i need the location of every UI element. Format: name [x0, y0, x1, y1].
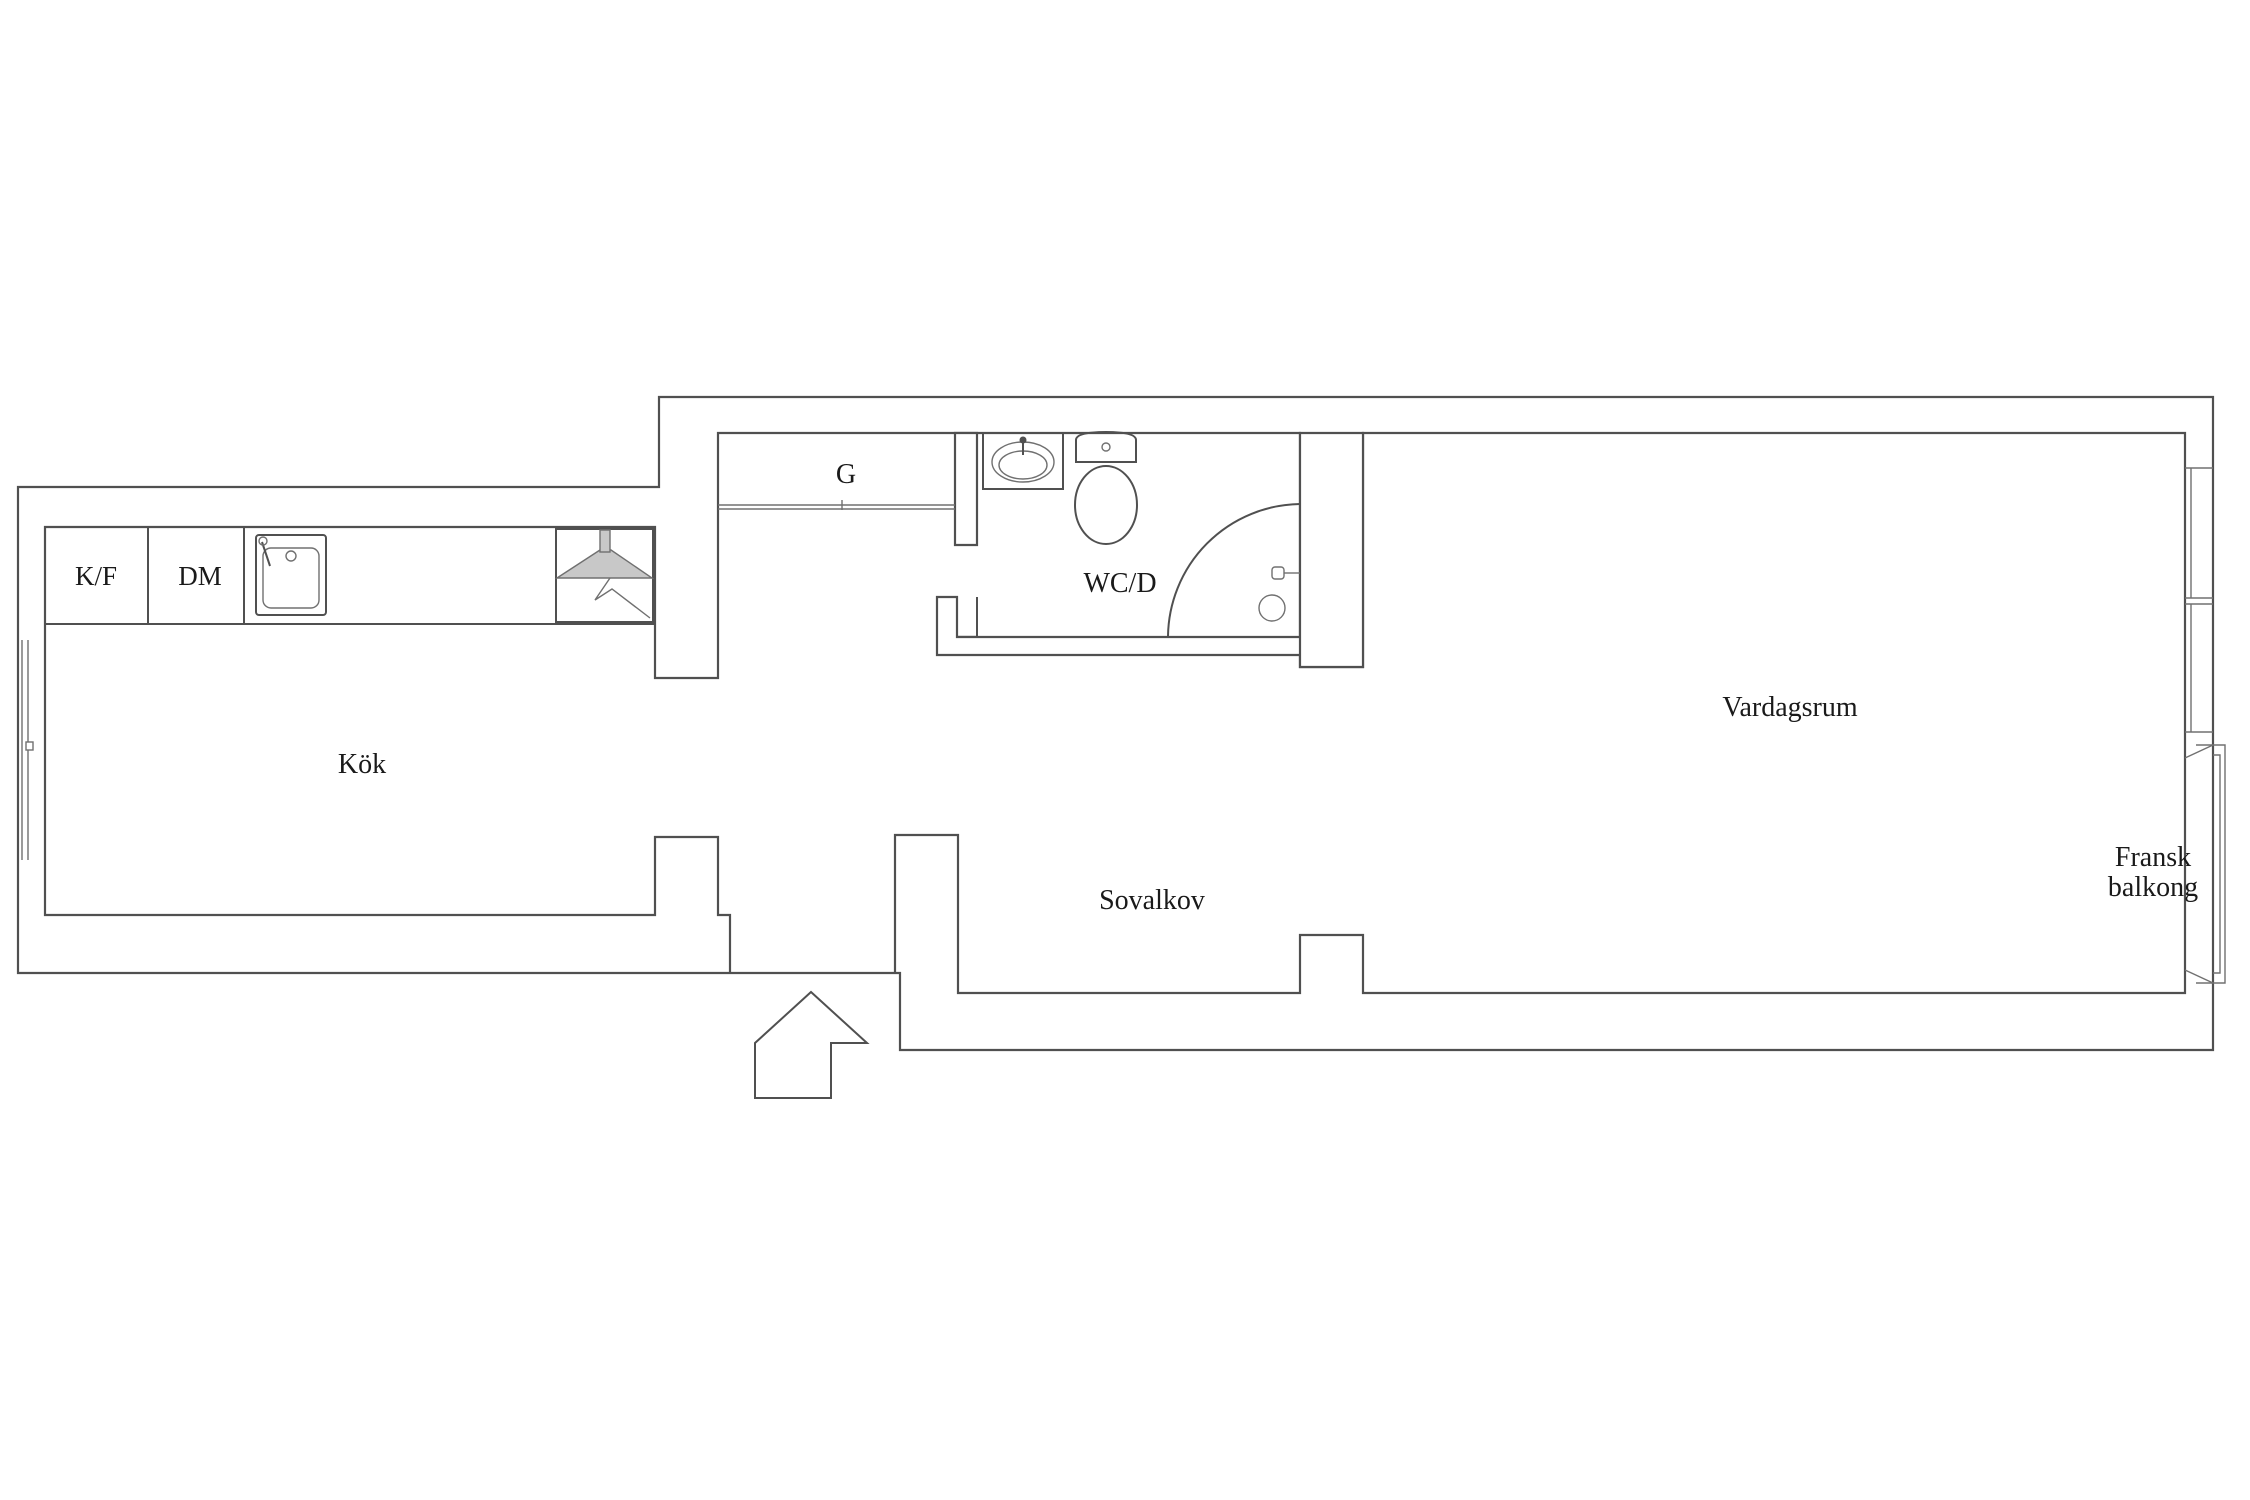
bathroom-lower-wall — [935, 431, 1365, 669]
exterior-walls — [16, 395, 2215, 1052]
kitchen-sink-icon — [255, 534, 327, 616]
entrance-arrow-icon — [754, 990, 870, 1099]
french-balcony-label-line1: Fransk — [2115, 842, 2191, 873]
bathroom-sink-icon — [982, 432, 1064, 490]
bathroom-partition — [953, 431, 979, 547]
toilet-icon — [1074, 430, 1138, 545]
kitchen-window — [21, 640, 34, 860]
french-balcony-label-line2: balkong — [2108, 872, 2198, 903]
kitchen-label: Kök — [338, 749, 386, 780]
living-room-windows — [2185, 467, 2213, 733]
dishwasher-label: DM — [178, 561, 222, 591]
living-room-label: Vardagsrum — [1722, 692, 1858, 723]
fridge-freezer-label: K/F — [75, 561, 117, 591]
wardrobe-label: G — [836, 459, 856, 490]
stove-icon — [554, 528, 655, 623]
kitchen-counter — [44, 526, 656, 625]
shower-icon — [1167, 503, 1301, 638]
french-balcony-door — [2184, 744, 2226, 984]
bedroom-alcove-label: Sovalkov — [1099, 885, 1205, 916]
bathroom-inner-line — [976, 597, 1300, 638]
bathroom-label: WC/D — [1083, 568, 1156, 599]
